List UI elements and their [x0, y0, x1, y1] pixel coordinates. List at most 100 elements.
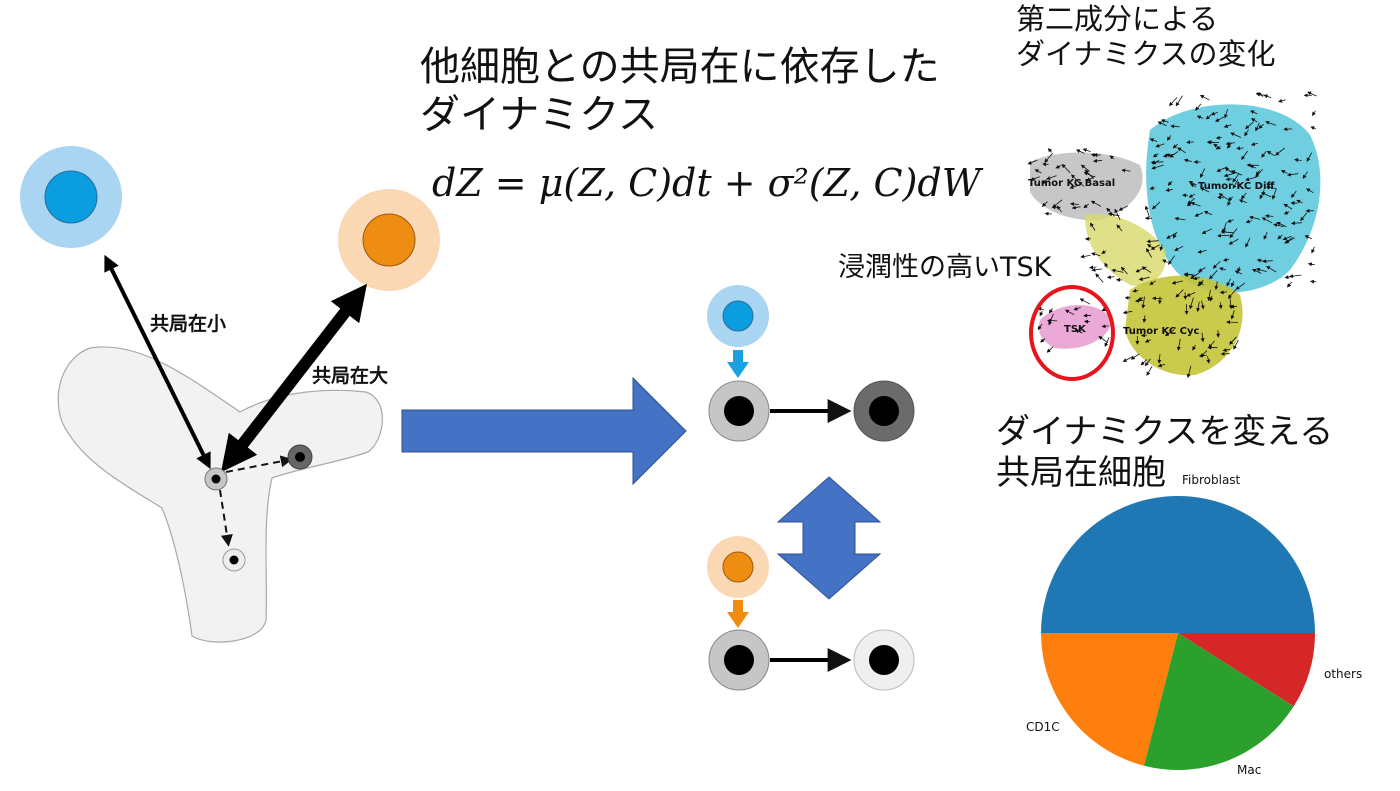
velocity-arrow — [1086, 175, 1096, 182]
velocity-arrow — [1311, 246, 1315, 254]
velocity-arrow — [1222, 348, 1231, 352]
velocity-arrow — [1104, 262, 1109, 268]
velocity-arrow — [1225, 177, 1233, 182]
velocity-arrow — [1046, 346, 1054, 353]
velocity-arrow — [1291, 221, 1303, 226]
velocity-arrow — [1233, 339, 1239, 350]
velocity-arrow — [1230, 304, 1238, 309]
velocity-arrow — [1044, 153, 1053, 163]
velocity-arrow — [1052, 199, 1063, 208]
velocity-arrow — [1209, 295, 1214, 302]
velocity-arrow — [1230, 310, 1235, 320]
velocity-arrow — [1230, 280, 1235, 288]
velocity-arrow — [1073, 306, 1081, 311]
velocity-arrow — [1141, 296, 1146, 309]
velocity-arrow — [1256, 258, 1264, 263]
velocity-arrow — [1091, 252, 1101, 257]
velocity-arrow — [1098, 336, 1109, 344]
velocity-arrow — [1266, 150, 1275, 157]
velocity-arrow — [1194, 212, 1203, 217]
tsk-highlight-circle — [1029, 285, 1115, 381]
blue-influencer-cell — [707, 285, 769, 347]
velocity-arrow — [1044, 211, 1053, 216]
velocity-arrow — [1307, 91, 1317, 97]
velocity-arrow — [1223, 257, 1230, 262]
velocity-arrow — [1284, 275, 1294, 280]
velocity-arrow — [1214, 281, 1219, 290]
velocity-arrow — [1234, 270, 1243, 275]
velocity-arrow — [1037, 323, 1043, 330]
velocity-arrow — [1304, 235, 1312, 240]
velocity-arrow — [1169, 151, 1179, 158]
velocity-arrow — [1255, 92, 1266, 97]
velocity-arrow — [1151, 160, 1160, 165]
velocity-arrow — [1122, 356, 1133, 362]
velocity-arrow — [1215, 135, 1222, 140]
velocity-arrow — [1132, 288, 1139, 293]
velocity-arrow — [1048, 308, 1054, 314]
velocity-arrow — [1166, 232, 1178, 239]
velocity-arrow — [1144, 205, 1150, 218]
velocity-arrow — [1197, 249, 1207, 254]
velocity-arrow — [1174, 216, 1186, 221]
velocity-arrow — [1296, 199, 1303, 204]
velocity-arrow — [1157, 363, 1166, 368]
velocity-arrow — [1084, 319, 1090, 324]
velocity-arrow — [1140, 333, 1148, 338]
velocity-arrow — [1030, 176, 1040, 181]
velocity-arrow — [1230, 132, 1242, 138]
velocity-arrow — [1190, 271, 1201, 279]
top-target-dark-cell — [853, 380, 915, 442]
pie-slice-fibroblast — [1041, 496, 1315, 633]
velocity-arrow — [1238, 199, 1247, 204]
velocity-arrow — [1226, 320, 1238, 325]
velocity-arrow — [1172, 143, 1178, 149]
velocity-arrow — [1042, 162, 1049, 167]
velocity-arrow — [1282, 235, 1292, 241]
velocity-arrow — [1144, 338, 1151, 343]
velocity-arrow — [1200, 168, 1206, 179]
velocity-arrow — [1175, 289, 1184, 298]
velocity-arrow — [1255, 267, 1267, 272]
velocity-arrow — [1195, 103, 1202, 111]
tsk-annotation: 浸潤性の高いTSK — [838, 252, 1053, 283]
velocity-arrow — [1089, 265, 1097, 270]
velocity-arrow — [1251, 268, 1262, 274]
velocity-arrow — [1283, 210, 1290, 215]
velocity-arrow — [1223, 172, 1236, 178]
velocity-arrow — [1114, 208, 1121, 220]
velocity-arrow — [1039, 311, 1044, 317]
velocity-arrow — [1220, 230, 1234, 234]
velocity-arrow — [1142, 315, 1147, 323]
velocity-arrow — [1203, 210, 1213, 216]
velocity-arrow — [1260, 192, 1272, 198]
dashed-transition-down — [219, 489, 233, 547]
velocity-arrow — [1196, 115, 1204, 120]
velocity-arrow — [1046, 175, 1057, 180]
velocity-arrow — [1241, 150, 1248, 161]
velocity-arrow — [1074, 329, 1083, 334]
bottom-source-cell — [708, 629, 770, 691]
velocity-arrow — [1277, 234, 1283, 240]
velocity-arrow — [1082, 148, 1091, 153]
velocity-arrow — [1149, 280, 1156, 286]
velocity-arrow — [1172, 233, 1177, 239]
velocity-arrow — [1109, 155, 1115, 160]
velocity-arrow — [1275, 147, 1285, 156]
velocity-arrow — [1261, 217, 1273, 224]
velocity-arrow — [1135, 266, 1147, 273]
velocity-arrow — [1230, 170, 1243, 176]
velocity-arrow — [1186, 292, 1196, 297]
velocity-arrow — [1232, 173, 1240, 183]
dashed-transition-right — [225, 455, 293, 473]
velocity-arrow — [1245, 176, 1257, 182]
velocity-arrow — [1147, 243, 1153, 248]
velocity-arrow — [1302, 171, 1308, 179]
velocity-arrow — [1152, 201, 1161, 210]
velocity-arrow — [1217, 195, 1224, 200]
velocity-arrow — [1070, 202, 1079, 207]
velocity-arrow — [1215, 116, 1225, 122]
velocity-arrow — [1212, 260, 1221, 269]
velocity-arrow — [1130, 353, 1140, 360]
